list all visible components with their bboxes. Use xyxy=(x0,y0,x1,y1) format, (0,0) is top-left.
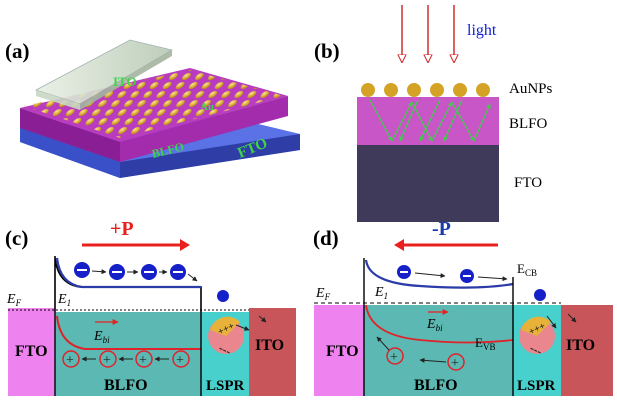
vb-fill-d xyxy=(364,305,513,354)
polarization-arrowhead-d xyxy=(394,239,404,251)
ito-region-c xyxy=(249,308,296,396)
panel-a-label: (a) xyxy=(5,39,30,63)
ef-label-c: EF xyxy=(6,292,22,308)
ito-region-d xyxy=(561,305,613,396)
aunp-5 xyxy=(453,83,467,97)
panel-b: (b) light AuNPs BLFO FTO xyxy=(314,5,553,222)
blfo-region-c xyxy=(55,312,201,396)
blfo-middle-label-c: BLFO xyxy=(104,377,148,394)
fto-substrate-side xyxy=(20,128,120,178)
holes-d: + + xyxy=(376,336,465,371)
aunp-3 xyxy=(407,83,421,97)
blfo-block xyxy=(357,97,499,145)
electrons-c xyxy=(74,262,198,282)
svg-text:+: + xyxy=(451,356,459,371)
blfo-label-b: BLFO xyxy=(509,116,548,132)
blfo-region-d xyxy=(364,345,513,396)
interface-lines-d xyxy=(363,258,514,396)
ito-electrode-label-c: ITO xyxy=(255,337,284,354)
au-particle-cap-c xyxy=(210,316,240,336)
scattered-light-paths xyxy=(369,99,491,142)
svg-text:+: + xyxy=(390,350,398,365)
panel-b-label: (b) xyxy=(314,39,340,63)
e1-label-d: E1 xyxy=(374,285,388,301)
aunp-6 xyxy=(476,83,490,97)
ito-slab-front xyxy=(80,50,172,110)
ito-label: ITO xyxy=(113,74,137,89)
fto-electrode-label-c: FTO xyxy=(15,343,48,360)
lspr-label-d: LSPR xyxy=(517,378,556,394)
aunps-label: AuNPs xyxy=(509,81,553,97)
polarization-arrowhead-c xyxy=(180,239,190,251)
e1-label-c: E1 xyxy=(57,292,71,308)
au-label: Au xyxy=(200,101,214,113)
interface-lines-c xyxy=(54,312,202,396)
panel-d: (d) -P EF E1 ECB EVB Ebi xyxy=(313,218,613,396)
svg-text:+: + xyxy=(139,353,147,368)
ebi-label-d: Ebi xyxy=(426,317,443,333)
holes-c: + + + + xyxy=(62,350,190,368)
svg-text:+: + xyxy=(103,353,111,368)
electrons-d xyxy=(397,265,508,283)
lspr-label-c: LSPR xyxy=(206,378,245,394)
fto-substrate-front xyxy=(120,134,300,178)
light-label: light xyxy=(467,22,497,39)
svg-text:---: --- xyxy=(528,341,545,359)
ecb-label-d: ECB xyxy=(517,261,537,278)
au-particle-cap-d xyxy=(521,316,551,336)
valence-band-c xyxy=(56,315,201,350)
fto-region-d xyxy=(314,305,364,396)
ito-slab-side xyxy=(36,90,80,110)
blfo-layer-front xyxy=(120,96,288,162)
fto-label-b: FTO xyxy=(514,175,542,191)
fto-region-c xyxy=(8,308,55,396)
conduction-band-c xyxy=(55,257,201,289)
valence-band-d xyxy=(365,304,514,344)
panel-c-label: (c) xyxy=(5,226,28,250)
aunp-1 xyxy=(361,83,375,97)
polarization-label-c: +P xyxy=(110,218,134,240)
cb-region-c xyxy=(55,256,201,312)
transferred-electron-c xyxy=(217,290,229,302)
conduction-band-d xyxy=(364,259,514,289)
panel-a: (a) ITO Au BLFO FTO xyxy=(5,39,300,178)
svg-text:+: + xyxy=(176,353,184,368)
au-nanoparticle-array xyxy=(24,70,284,138)
evb-label-d: EVB xyxy=(475,335,495,352)
aunp-4 xyxy=(430,83,444,97)
svg-text:---: --- xyxy=(217,341,234,359)
blfo-middle-label-d: BLFO xyxy=(414,377,458,394)
ito-electrode-label-d: ITO xyxy=(566,337,595,354)
fto-electrode-label-d: FTO xyxy=(326,343,359,360)
aunp-2 xyxy=(384,83,398,97)
fto-block xyxy=(357,145,499,222)
ef-label-d: EF xyxy=(315,286,331,302)
polarization-label-d: -P xyxy=(432,218,451,240)
panel-d-label: (d) xyxy=(313,226,339,250)
ebi-label-c: Ebi xyxy=(93,329,110,345)
panel-c: (c) +P EF E1 Ebi xyxy=(5,218,296,396)
blfo-layer-side xyxy=(20,108,120,162)
svg-text:+: + xyxy=(66,353,74,368)
transferred-electron-d xyxy=(534,289,546,301)
cb-region-d xyxy=(364,258,513,305)
